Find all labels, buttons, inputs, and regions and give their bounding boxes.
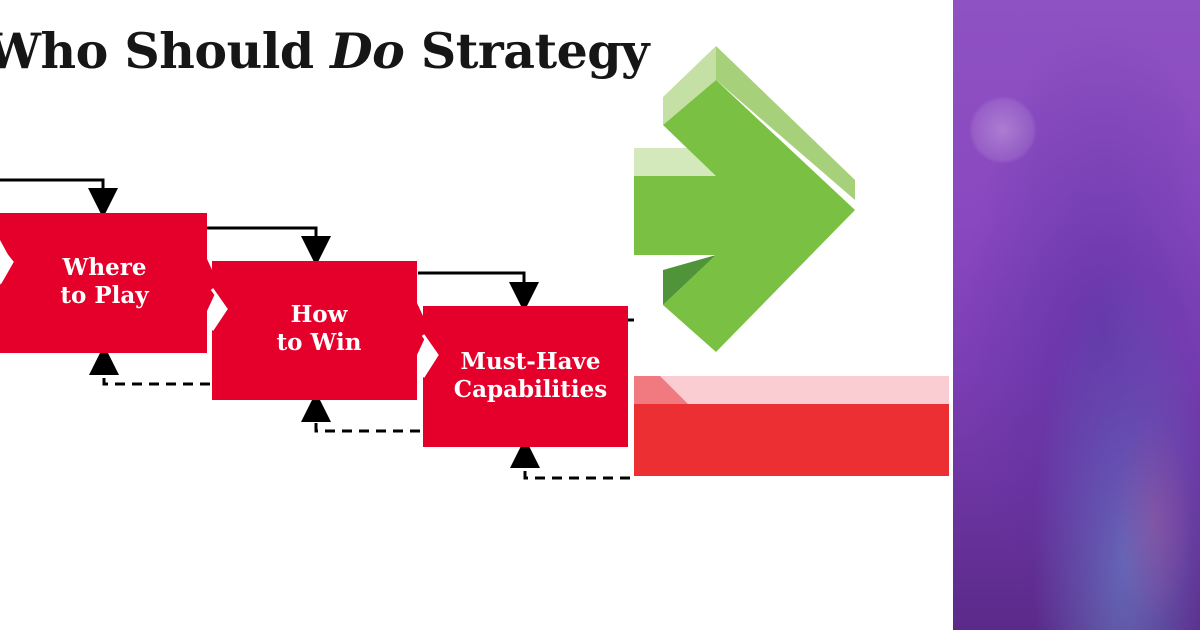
chevron-notch-1 bbox=[0, 246, 14, 284]
feedback-connector-3 bbox=[510, 438, 630, 480]
step-label-where-to-play: Where to Play bbox=[22, 250, 187, 314]
step-3-line-2: Capabilities bbox=[453, 376, 608, 403]
step-3-line-1: Must-Have bbox=[460, 348, 601, 375]
feedback-connector-1 bbox=[89, 345, 210, 386]
title-prefix: Who Should bbox=[0, 22, 331, 80]
step-1-line-1: Where bbox=[62, 254, 147, 281]
right-arrow-3d-icon bbox=[634, 46, 855, 352]
forward-connector-2 bbox=[207, 226, 331, 266]
chevron-notch-3 bbox=[421, 334, 439, 378]
red-banner bbox=[634, 376, 949, 476]
step-label-how-to-win: How to Win bbox=[234, 297, 404, 361]
step-label-must-have-capabilities: Must-Have Capabilities bbox=[438, 344, 623, 408]
title-emphasis: Do bbox=[330, 22, 405, 80]
step-2-line-1: How bbox=[290, 301, 348, 328]
chevron-notch-2 bbox=[210, 288, 228, 331]
blurred-stage-photo bbox=[953, 0, 1200, 630]
title-suffix: Strategy bbox=[404, 22, 650, 80]
step-1-line-2: to Play bbox=[60, 282, 149, 309]
step-box-where-to-play bbox=[0, 213, 219, 353]
forward-connector-1 bbox=[0, 178, 118, 218]
forward-connector-3 bbox=[418, 271, 539, 312]
step-2-line-2: to Win bbox=[276, 329, 362, 356]
step-box-must-have-capabilities bbox=[423, 306, 628, 447]
step-box-how-to-win bbox=[212, 261, 429, 400]
slide-title: Who Should Do Strategy bbox=[0, 22, 650, 80]
feedback-connector-2 bbox=[301, 392, 420, 433]
